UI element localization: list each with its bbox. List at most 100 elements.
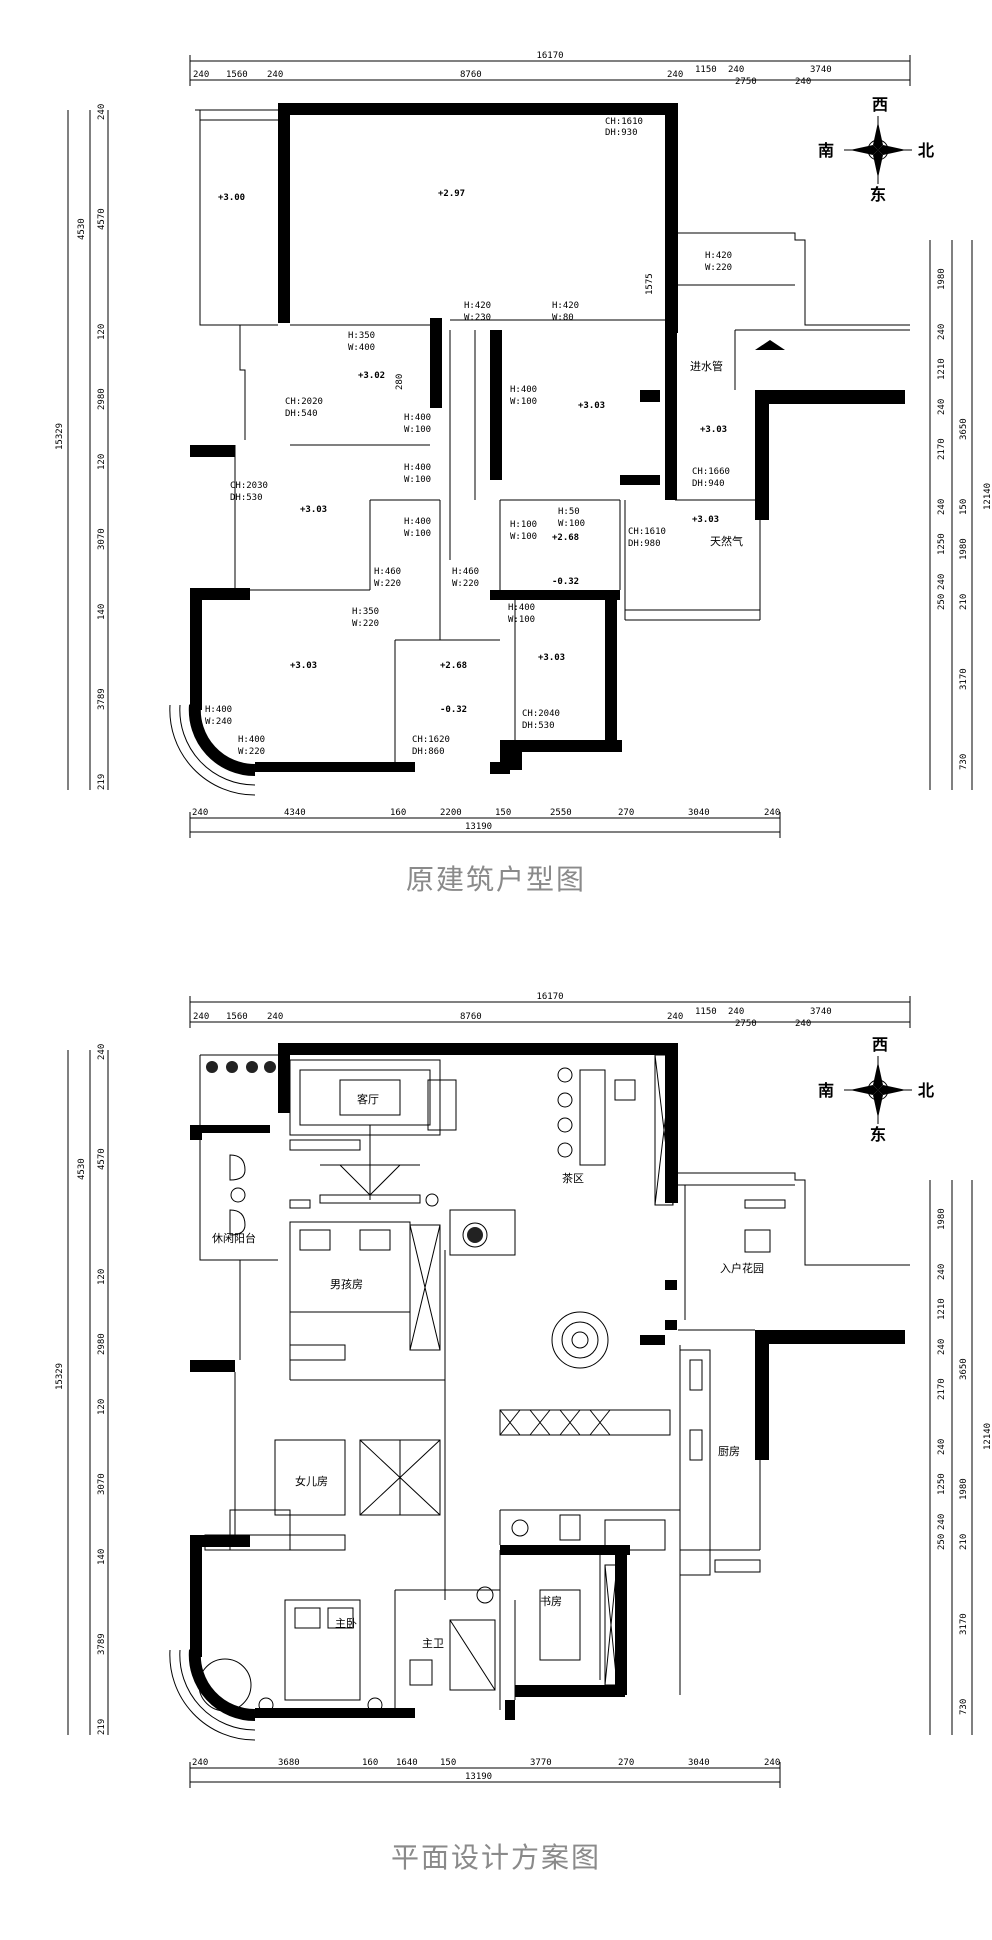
svg-text:H:350: H:350	[352, 607, 379, 617]
svg-text:W:80: W:80	[552, 313, 574, 323]
svg-text:8760: 8760	[460, 70, 482, 80]
room-girl: 女儿房	[295, 1474, 328, 1488]
svg-text:120: 120	[97, 1399, 107, 1415]
svg-text:DH:940: DH:940	[692, 479, 725, 489]
svg-text:240: 240	[937, 499, 947, 515]
svg-text:3040: 3040	[688, 1758, 710, 1768]
original-plan-svg: 16170 240 1560 240 8760 240 1150 240 275…	[55, 51, 992, 838]
svg-text:DH:540: DH:540	[285, 409, 318, 419]
svg-text:730: 730	[959, 1699, 969, 1715]
svg-text:280: 280	[395, 374, 405, 390]
svg-text:1980: 1980	[937, 1208, 947, 1230]
svg-text:CH:1610: CH:1610	[628, 527, 666, 537]
right-dims: 1980 240 1210 240 2170 3650 240 150 1250…	[937, 268, 992, 770]
svg-text:219: 219	[97, 774, 107, 790]
svg-text:4570: 4570	[97, 208, 107, 230]
room-balcony: 休闲阳台	[212, 1231, 256, 1245]
pipe-label: 进水管	[690, 359, 723, 373]
svg-text:+3.03: +3.03	[300, 505, 327, 515]
svg-text:CH:1610: CH:1610	[605, 117, 643, 127]
svg-text:12140: 12140	[983, 483, 992, 510]
svg-text:H:420: H:420	[464, 301, 491, 311]
gas-label: 天然气	[710, 534, 743, 548]
furniture	[204, 1054, 786, 1713]
svg-text:240: 240	[192, 808, 208, 818]
svg-text:CH:2030: CH:2030	[230, 481, 268, 491]
svg-text:3070: 3070	[97, 528, 107, 550]
svg-text:W:240: W:240	[205, 717, 232, 727]
svg-text:240: 240	[667, 70, 683, 80]
svg-text:W:100: W:100	[508, 615, 535, 625]
svg-text:+3.02: +3.02	[358, 371, 385, 381]
top-dims: 240 1560 240 8760 240 1150 240 2750 240 …	[193, 65, 832, 87]
svg-text:3650: 3650	[959, 418, 969, 440]
svg-text:3170: 3170	[959, 1613, 969, 1635]
compass-north-2: 北	[918, 1081, 934, 1100]
svg-text:240: 240	[267, 1012, 283, 1022]
svg-text:15329: 15329	[55, 423, 65, 450]
room-entry-garden: 入户花园	[720, 1261, 764, 1275]
svg-text:2200: 2200	[440, 808, 462, 818]
svg-text:240: 240	[937, 574, 947, 590]
svg-text:2750: 2750	[735, 77, 757, 87]
svg-text:H:350: H:350	[348, 331, 375, 341]
room-master: 主卧	[335, 1617, 357, 1630]
svg-text:15329: 15329	[55, 1363, 65, 1390]
svg-text:3680: 3680	[278, 1758, 300, 1768]
svg-text:3789: 3789	[97, 1633, 107, 1655]
svg-text:W:400: W:400	[348, 343, 375, 353]
svg-text:240: 240	[193, 70, 209, 80]
compass-west-2: 西	[872, 1035, 888, 1054]
svg-text:1980: 1980	[937, 268, 947, 290]
annotation-notes: CH:1610 DH:930 H:420 W:220 H:420 W:230 H…	[205, 117, 732, 757]
svg-text:13190: 13190	[465, 822, 492, 832]
room-study: 书房	[540, 1595, 562, 1608]
svg-text:240: 240	[795, 1019, 811, 1029]
svg-text:3740: 3740	[810, 65, 832, 75]
thin-outline-2	[197, 1054, 910, 1710]
svg-text:160: 160	[390, 808, 406, 818]
svg-text:1250: 1250	[937, 533, 947, 555]
svg-text:2980: 2980	[97, 388, 107, 410]
svg-text:1980: 1980	[959, 1478, 969, 1500]
compass-north: 北	[918, 141, 934, 160]
svg-text:4530: 4530	[77, 1158, 87, 1180]
svg-text:CH:2020: CH:2020	[285, 397, 323, 407]
bottom-dimension-2	[189, 1762, 781, 1788]
svg-text:240: 240	[937, 1439, 947, 1455]
room-boy: 男孩房	[330, 1278, 363, 1291]
svg-text:1560: 1560	[226, 70, 248, 80]
svg-text:8760: 8760	[460, 1012, 482, 1022]
top-dimension	[189, 55, 911, 86]
svg-text:120: 120	[97, 1269, 107, 1285]
svg-text:H:400: H:400	[508, 603, 535, 613]
bottom-dims-2: 240 3680 160 1640 150 3770 270 3040 240 …	[192, 1758, 780, 1782]
svg-text:2550: 2550	[550, 808, 572, 818]
svg-text:H:420: H:420	[552, 301, 579, 311]
svg-text:W:220: W:220	[452, 579, 479, 589]
svg-text:W:220: W:220	[374, 579, 401, 589]
compass-south-2: 南	[818, 1081, 834, 1100]
svg-text:160: 160	[362, 1758, 378, 1768]
svg-text:219: 219	[97, 1719, 107, 1735]
svg-text:730: 730	[959, 754, 969, 770]
svg-text:240: 240	[795, 77, 811, 87]
svg-text:-0.32: -0.32	[440, 705, 467, 715]
svg-text:DH:930: DH:930	[605, 128, 638, 138]
svg-text:210: 210	[959, 1534, 969, 1550]
compass-south: 南	[818, 141, 834, 160]
svg-text:210: 210	[959, 594, 969, 610]
svg-text:3040: 3040	[688, 808, 710, 818]
svg-text:13190: 13190	[465, 1772, 492, 1782]
svg-text:H:400: H:400	[404, 463, 431, 473]
bottom-dimension	[189, 812, 781, 838]
right-dimension-2	[929, 1180, 973, 1735]
svg-text:1150: 1150	[695, 65, 717, 75]
svg-text:W:100: W:100	[558, 519, 585, 529]
top-dimension-2	[189, 996, 911, 1028]
svg-text:3789: 3789	[97, 688, 107, 710]
svg-text:CH:1620: CH:1620	[412, 735, 450, 745]
svg-text:DH:530: DH:530	[522, 721, 555, 731]
svg-text:+3.03: +3.03	[692, 515, 719, 525]
entry-arrow-icon	[755, 340, 785, 350]
